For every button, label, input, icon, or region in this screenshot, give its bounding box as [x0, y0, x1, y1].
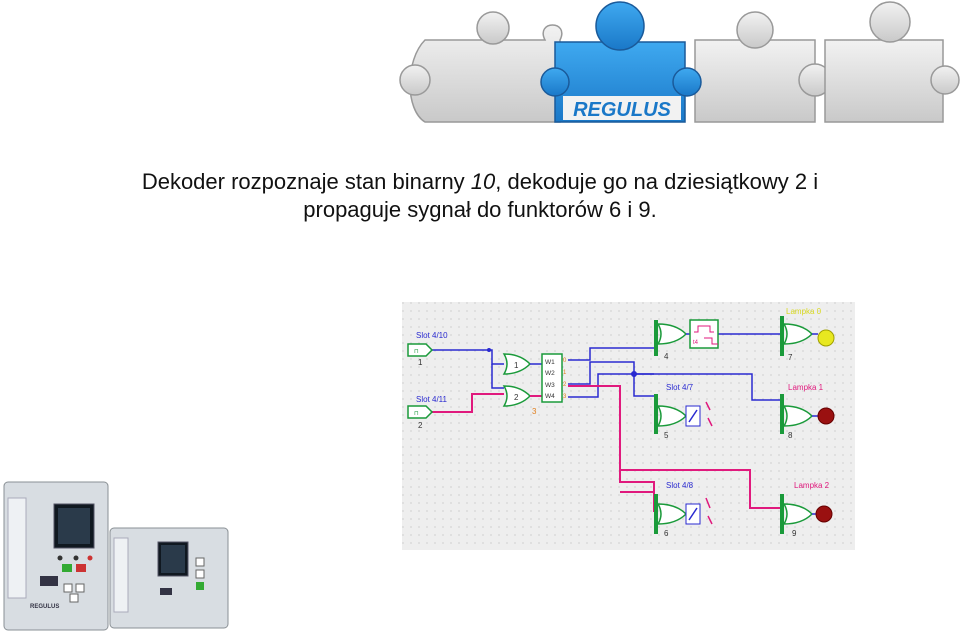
switch-contact-6: [705, 497, 713, 525]
decoder-input-w4: W4: [545, 393, 555, 400]
bus-bar-8: [780, 394, 784, 434]
switch-contact-5: [705, 401, 713, 427]
logo-plate: [563, 96, 681, 120]
slot-label-4-11: Slot 4/11: [416, 395, 448, 404]
caption-line2: propaguje sygnał do funktorów 6 i 9.: [303, 197, 657, 222]
input-pulse-icon-2: ⊓: [414, 411, 419, 417]
puzzle-banner: REGULUS: [399, 1, 960, 123]
bus-bar-4: [654, 320, 658, 356]
puzzle-piece-right1: [694, 11, 832, 123]
gate-number-7: 7: [788, 353, 793, 362]
junction-dot-small: [487, 348, 491, 352]
or-gate-2[interactable]: [502, 385, 532, 407]
slot-label-4-7: Slot 4/7: [666, 383, 694, 392]
timer-label: t4: [693, 340, 699, 346]
caption-binary-value: 10: [470, 169, 496, 194]
lamp-2-icon: [815, 505, 833, 523]
gate-number-8: 8: [788, 431, 793, 440]
puzzle-piece-right2: [824, 1, 960, 123]
bus-bar-9: [780, 494, 784, 534]
or-gate-7[interactable]: [782, 323, 814, 345]
xor-gate-8[interactable]: [782, 405, 814, 427]
input-terminal-2[interactable]: [407, 405, 434, 419]
logic-schematic: Slot 4/10 ⊓ 1 Slot 4/11 ⊓ 2 1 2 W1 W2 W3…: [402, 302, 855, 550]
decoder-number-3: 3: [532, 407, 537, 416]
lamp-label-2: Lampka 2: [794, 481, 830, 490]
caption: Dekoder rozpoznaje stan binarny 10, deko…: [40, 168, 920, 224]
caption-text-a: Dekoder rozpoznaje stan binarny: [141, 169, 471, 194]
gate-number-5: 5: [664, 431, 669, 440]
caption-line1: Dekoder rozpoznaje stan binarny 10, deko…: [40, 168, 920, 196]
decoder-input-w2: W2: [545, 370, 555, 377]
node-number-1: 1: [418, 358, 423, 367]
puzzle-piece-left: [399, 11, 563, 123]
device-brand-label: REGULUS: [30, 604, 59, 610]
xor-gate-6[interactable]: [656, 503, 688, 525]
decoder-input-w3: W3: [545, 382, 555, 389]
logo-text: REGULUS: [573, 99, 671, 121]
caption-text-c: , dekoduje go na dziesiątkowy 2 i: [495, 169, 819, 194]
controller-front: REGULUS: [3, 481, 109, 631]
xor-gate-5[interactable]: [656, 405, 688, 427]
timer-block[interactable]: [689, 319, 719, 349]
decoder-output-3: 3: [563, 394, 567, 400]
input-terminal-1[interactable]: [407, 343, 434, 357]
controller-back: [109, 527, 229, 629]
gate-number-2: 2: [514, 393, 519, 402]
decoder-output-1: 1: [563, 370, 567, 376]
decoder-block[interactable]: [541, 353, 563, 403]
bus-bar-6: [654, 494, 658, 534]
decoder-output-2: 2: [563, 382, 567, 388]
xor-gate-9[interactable]: [782, 503, 814, 525]
controller-devices: REGULUS: [3, 481, 229, 631]
gate-number-6: 6: [664, 529, 669, 538]
or-gate-4[interactable]: [656, 323, 688, 345]
timer-waveform-icon: [694, 325, 714, 333]
decoder-output-0: 0: [563, 358, 567, 364]
slot-label-4-8: Slot 4/8: [666, 481, 694, 490]
bus-bar-5: [654, 394, 658, 434]
lamp-label-1: Lampka 1: [788, 383, 824, 392]
lamp-label-0: Lampka 0: [786, 307, 822, 316]
slot-label-4-10: Slot 4/10: [416, 331, 448, 340]
bus-bar-7: [780, 316, 784, 356]
junction-dot: [631, 371, 637, 377]
decoder-input-w1: W1: [545, 359, 555, 366]
or-gate-1[interactable]: [502, 353, 532, 375]
blue-wires: [432, 333, 780, 401]
gate-number-1: 1: [514, 361, 519, 370]
lamp-1-icon: [817, 407, 835, 425]
gate-number-9: 9: [792, 529, 797, 538]
input-pulse-icon: ⊓: [414, 349, 419, 355]
node-number-2: 2: [418, 421, 423, 430]
lamp-0-icon: [817, 329, 835, 347]
gate-number-4: 4: [664, 352, 669, 361]
